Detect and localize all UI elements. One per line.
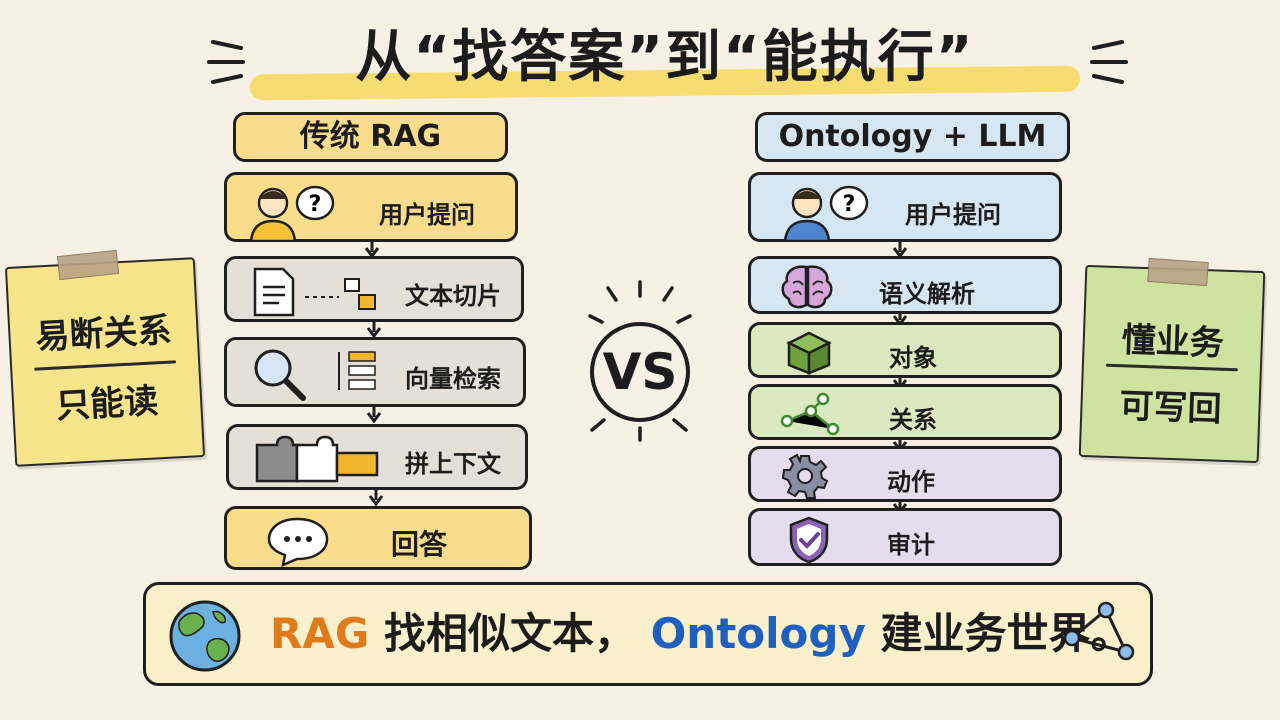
rag-step-label: 回答 <box>391 528 448 561</box>
graph-icon <box>780 392 840 436</box>
user-question-icon: ? <box>783 185 869 241</box>
speech-bubble-icon <box>267 517 329 567</box>
title-sparkle-right-icon <box>1090 40 1128 84</box>
ontology-column-header: Ontology + LLM <box>755 112 1070 162</box>
summary-rag: RAG <box>270 609 370 658</box>
rag-step-context-assembly: 拼上下文 <box>226 424 528 490</box>
ontology-step-label: 关系 <box>889 406 937 434</box>
sticky-note-rag-weakness: 易断关系 只能读 <box>4 257 206 467</box>
rag-column-header: 传统 RAG <box>233 112 508 162</box>
globe-icon <box>169 600 241 672</box>
vs-badge <box>588 280 692 442</box>
svg-text:?: ? <box>843 192 856 217</box>
rag-step-user-question: ? 用户提问 <box>224 172 518 242</box>
ontology-step-action: 动作 <box>748 446 1062 502</box>
ontology-step-label: 语义解析 <box>879 280 975 308</box>
note-line-1: 懂业务 <box>1121 320 1225 364</box>
rag-step-label: 文本切片 <box>405 282 501 310</box>
arrow-down <box>366 405 382 423</box>
ontology-step-user-question: ? 用户提问 <box>748 172 1062 242</box>
ontology-step-label: 对象 <box>889 344 937 372</box>
triangle-graph-icon <box>1063 601 1135 661</box>
summary-banner <box>143 582 1153 686</box>
ontology-step-label: 审计 <box>887 531 935 559</box>
sticky-note-ontology-strength: 懂业务 可写回 <box>1078 264 1266 464</box>
arrow-down <box>368 488 384 506</box>
summary-end: 建业务世界。 <box>880 609 1133 658</box>
note-divider <box>1105 363 1238 372</box>
tape <box>1147 257 1209 287</box>
ontology-step-semantic-parse: 语义解析 <box>748 256 1062 314</box>
rag-step-label: 拼上下文 <box>405 450 501 478</box>
ontology-step-object: 对象 <box>748 322 1062 378</box>
brain-icon <box>781 265 833 309</box>
ontology-step-label: 用户提问 <box>905 201 1001 229</box>
cube-icon <box>786 331 832 375</box>
magnifier-icon <box>254 349 376 401</box>
rag-step-answer: 回答 <box>224 506 532 570</box>
rag-step-label: 用户提问 <box>379 201 475 229</box>
gear-icon <box>781 453 829 499</box>
ontology-step-label: 动作 <box>887 468 935 496</box>
rag-step-chunking: 文本切片 <box>224 256 524 322</box>
puzzle-icon <box>255 435 379 483</box>
note-line-1: 易断关系 <box>34 310 173 358</box>
title-sparkle-left-icon <box>207 40 245 84</box>
rag-step-label: 向量检索 <box>405 365 501 393</box>
user-question-icon: ? <box>249 185 335 241</box>
note-divider <box>34 360 177 371</box>
arrow-down <box>366 320 382 338</box>
summary-text: RAG 找相似文本， Ontology 建业务世界。 <box>270 600 1132 668</box>
ontology-step-audit: 审计 <box>748 508 1062 566</box>
document-chunk-icon <box>253 267 376 317</box>
ontology-step-relation: 关系 <box>748 384 1062 440</box>
shield-check-icon <box>789 516 829 564</box>
svg-text:?: ? <box>309 192 322 217</box>
vs-label: VS <box>602 343 678 401</box>
page-title: 从“找答案”到“能执行” <box>355 25 975 90</box>
note-line-2: 可写回 <box>1118 386 1223 430</box>
summary-ontology: Ontology <box>650 609 866 658</box>
note-line-2: 只能读 <box>55 381 160 427</box>
rag-step-vector-search: 向量检索 <box>224 337 526 407</box>
summary-mid: 找相似文本， <box>383 609 636 658</box>
